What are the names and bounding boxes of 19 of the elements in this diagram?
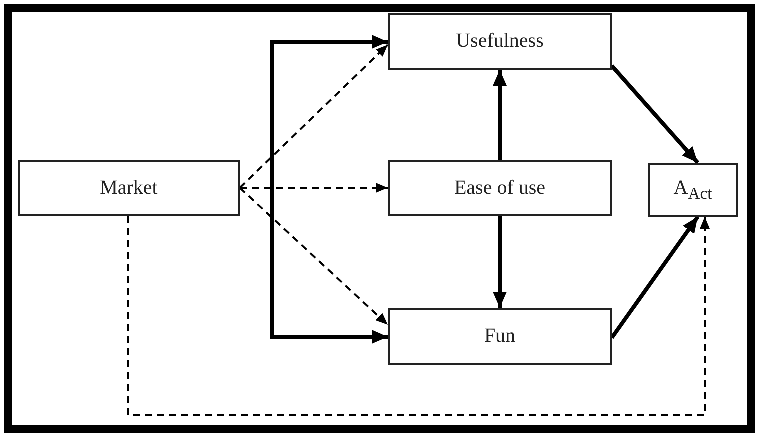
box-label: Usefulness [456,30,544,53]
arrow [493,70,507,160]
arrow [610,216,700,340]
arrow [493,216,507,308]
arrow [270,35,388,344]
process-box [18,160,240,216]
box-label: Market [100,176,158,200]
box-label: Ease of use [454,176,546,200]
process-box [388,160,612,216]
process-box [648,163,738,217]
arrow [127,216,710,416]
process-box [388,13,612,70]
box-label: A$_{Act}$ [674,176,712,204]
arrow [610,64,700,164]
arrow [240,183,388,193]
arrow [239,187,389,326]
process-box [388,308,612,365]
box-label: Fun [484,325,516,348]
arrow [239,44,389,189]
